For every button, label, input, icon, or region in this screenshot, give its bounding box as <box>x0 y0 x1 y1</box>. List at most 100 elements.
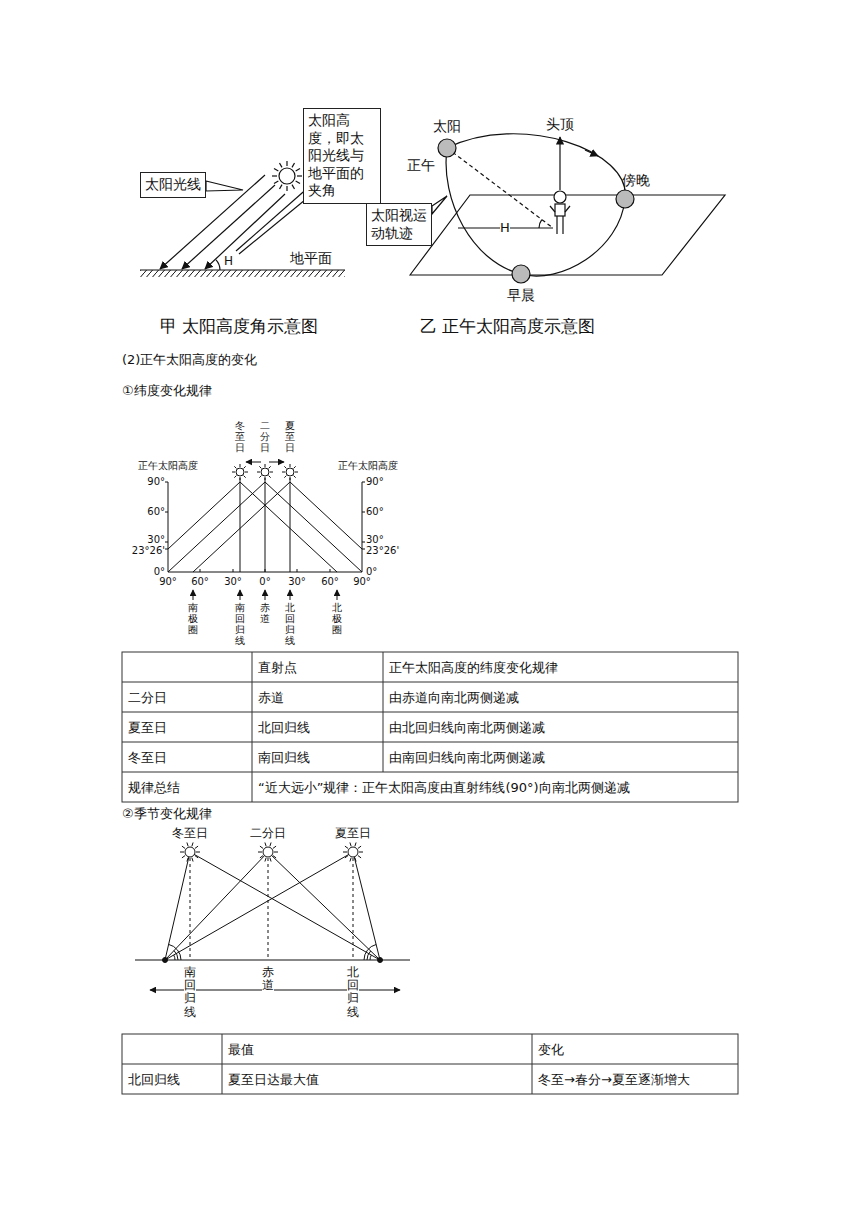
season-diagram-part-part <box>192 842 193 846</box>
figure-noon-altitude-part <box>539 220 542 228</box>
table-grid-part <box>122 1034 738 1094</box>
table-grid <box>122 652 738 802</box>
season-diagram-part <box>378 958 383 963</box>
latitude-chart-part-part <box>244 476 246 478</box>
season-diagram-part <box>174 951 178 960</box>
table-cell: 南回归线 <box>258 750 310 766</box>
latitude-chart-part <box>232 464 298 480</box>
table-cell: 二分日 <box>128 690 167 706</box>
season-diagram-part <box>370 955 371 960</box>
season-diagram-part-part <box>196 852 200 853</box>
figure-noon-altitude-part <box>562 216 563 234</box>
label: 二分日 <box>250 826 286 840</box>
season-diagram-part-part <box>270 858 271 862</box>
figure-solar-altitude-part <box>279 168 295 184</box>
latitude-chart-part <box>246 462 261 463</box>
axis-label: 23°26' <box>132 545 165 557</box>
label: ①纬度变化规律 <box>122 383 212 399</box>
latitude-chart-part-part <box>270 472 273 473</box>
season-diagram-part <box>353 858 354 960</box>
figure-noon-altitude-part <box>410 195 725 275</box>
season-diagram-part-part <box>260 846 263 848</box>
label: 冬至日 <box>235 420 245 453</box>
latitude-chart-part-part <box>259 476 261 478</box>
axis-label: 90° <box>366 476 384 488</box>
table-grid-part <box>252 652 383 802</box>
table-cell: 变化 <box>538 1042 564 1058</box>
label: 赤道 <box>260 602 270 624</box>
axis-label: 60° <box>366 506 384 518</box>
label: ②季节变化规律 <box>122 806 212 822</box>
latitude-chart-part-part <box>290 477 291 480</box>
latitude-chart-part <box>290 590 291 600</box>
label: 乙 正午太阳高度示意图 <box>420 316 595 336</box>
season-diagram-part <box>268 852 380 960</box>
axis-label: 60° <box>191 576 209 588</box>
latitude-chart-part-part <box>240 477 241 480</box>
latitude-chart-part <box>240 478 241 572</box>
table-cell: 最值 <box>228 1042 254 1058</box>
season-diagram-part <box>268 858 269 960</box>
latitude-chart-part-part <box>234 476 236 478</box>
season-diagram-part-part <box>345 856 348 858</box>
season-diagram-part-part <box>345 846 348 848</box>
label: H <box>500 220 510 236</box>
axis-label: 正午太阳高度 <box>338 460 398 472</box>
label: 地平面 <box>290 250 332 267</box>
latitude-chart-part-part <box>257 472 260 473</box>
label: 头顶 <box>546 116 574 133</box>
label: 北回归线 <box>285 602 295 646</box>
table-grid-part <box>122 652 738 802</box>
label: 赤道 <box>262 966 274 992</box>
latitude-chart-part <box>362 482 363 572</box>
axis-label: 60° <box>321 576 339 588</box>
season-diagram-part <box>367 951 371 960</box>
figure-solar-altitude-part <box>272 161 302 191</box>
figure-solar-altitude-part-part <box>280 185 283 189</box>
label: 傍晚 <box>622 172 650 189</box>
label: 北回归线 <box>347 966 359 1019</box>
season-diagram-part-part <box>273 856 276 858</box>
table-cell: 由赤道向南北两侧递减 <box>389 690 519 706</box>
season-diagram-part <box>190 852 380 960</box>
season-diagram-part-part <box>180 852 184 853</box>
table-cell: 赤道 <box>258 690 284 706</box>
figure-noon-altitude-part <box>555 204 565 216</box>
season-diagram-part <box>169 944 181 960</box>
latitude-chart-part-part <box>295 472 298 473</box>
latitude-chart-part-part <box>282 472 285 473</box>
figure-noon-altitude-part <box>512 265 530 283</box>
table-grid-part <box>122 1034 738 1094</box>
table-cell: 由南回归线向南北两侧递减 <box>389 750 545 766</box>
latitude-chart-part-part <box>284 466 286 468</box>
table-grid <box>122 1034 738 1094</box>
axis-label: 30° <box>147 534 165 546</box>
season-diagram-part-part <box>350 842 351 846</box>
label: 甲 太阳高度角示意图 <box>160 316 318 336</box>
season-diagram-part <box>165 852 268 960</box>
season-diagram-part-part <box>258 852 262 853</box>
latitude-chart-part <box>168 482 169 572</box>
latitude-chart-part-part <box>265 477 266 480</box>
label: 正午太阳高度 <box>138 460 198 472</box>
table-cell: 直射点 <box>258 660 297 676</box>
latitude-chart-part-part <box>294 476 296 478</box>
figure-solar-altitude-part-part <box>274 169 278 172</box>
latitude-chart-part-part <box>290 464 291 467</box>
figure-noon-altitude <box>410 134 725 283</box>
latitude-chart-part-part <box>294 466 296 468</box>
season-diagram-part-part <box>192 858 193 862</box>
callout-box: 太阳高度，即太阳光线与地平面的夹角 <box>303 108 381 204</box>
season-diagram-part-part <box>195 846 198 848</box>
season-diagram-part <box>180 842 363 861</box>
season-diagram-part <box>263 847 273 857</box>
season-diagram-part-part <box>355 842 356 846</box>
label: 早晨 <box>507 287 535 304</box>
figure-noon-altitude-part <box>559 137 560 190</box>
axis-label: 90° <box>353 576 371 588</box>
latitude-chart-part-part <box>284 476 286 478</box>
season-diagram-part-part <box>358 846 361 848</box>
figure-solar-altitude-part-part <box>280 163 283 167</box>
table-cell: 夏至日达最大值 <box>228 1072 319 1088</box>
figure-solar-altitude-part <box>216 260 220 270</box>
